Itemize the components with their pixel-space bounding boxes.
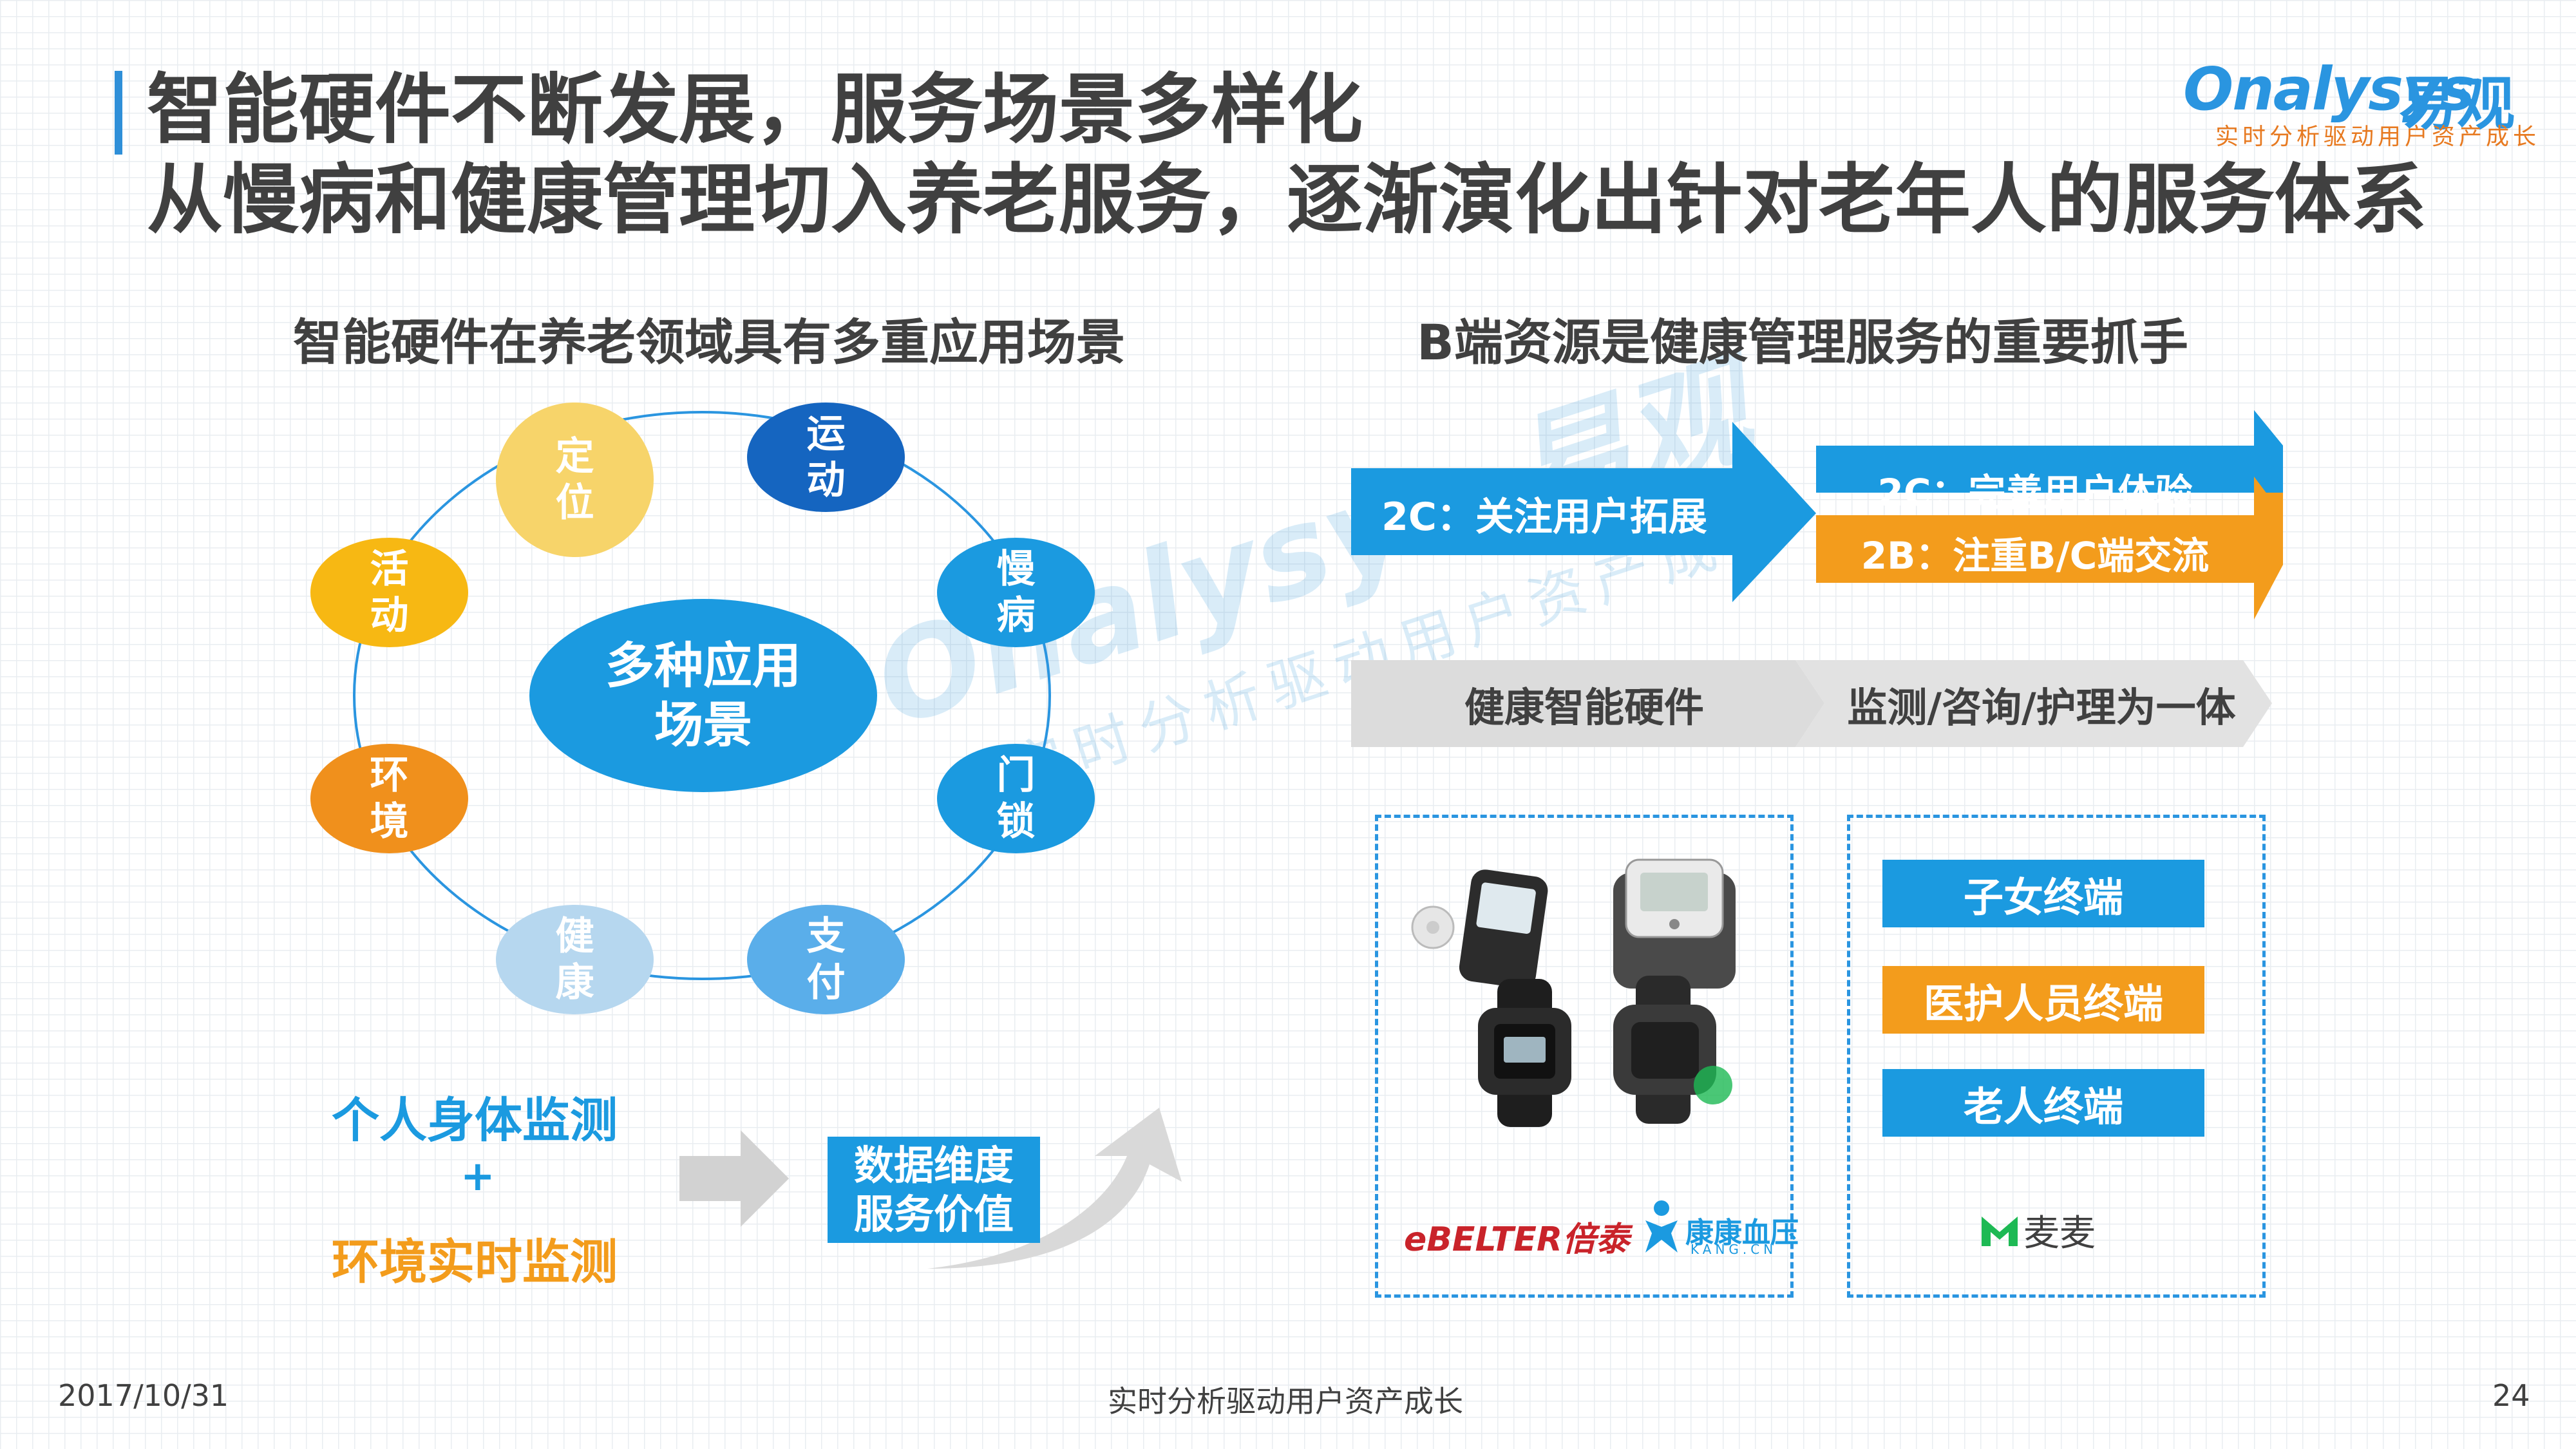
environment-monitoring-label: 环境实时监测 [332, 1235, 618, 1290]
maimai-brand-text: 麦麦 [2023, 1213, 2096, 1255]
kangkang-sub-text: KANG.CN [1690, 1242, 1777, 1257]
belter-brand-text: BELTER倍泰 [1426, 1220, 1629, 1259]
terminal-medical-staff: 医护人员终端 [1882, 966, 2204, 1034]
kangkang-person-icon [1645, 1200, 1678, 1253]
plus-sign: + [460, 1153, 495, 1200]
ring-outline [353, 411, 1051, 980]
left-section-title: 智能硬件在养老领域具有多重应用场景 [293, 314, 1125, 371]
node-sports-l1: 运 [806, 412, 846, 457]
smartwatch-black-icon [1478, 979, 1571, 1127]
data-dimension-box: 数据维度服务价值 [828, 1137, 1040, 1243]
center-label-line2: 场景 [654, 696, 752, 753]
blood-pressure-monitor-icon [1613, 858, 1736, 989]
node-sports-l2: 动 [806, 458, 846, 503]
arrow-2c-user-shape [1351, 422, 1816, 602]
glucose-meter-icon [1411, 869, 1548, 989]
smartwatch-gps-icon [1613, 976, 1732, 1124]
belter-e-icon: e [1404, 1220, 1427, 1259]
data-box-line1: 数据维度 [853, 1141, 1014, 1189]
node-location-l2: 位 [555, 480, 594, 526]
terminal-elderly: 老人终端 [1882, 1069, 2204, 1137]
terminals-panel: 子女终端 医护人员终端 老人终端 麦麦 [1847, 815, 2266, 1298]
title-accent-bar [115, 71, 122, 155]
node-activity-l1: 活 [370, 547, 409, 592]
node-payment-l1: 支 [806, 914, 846, 959]
arrow-2c-experience-label: 2C：完善用户体验 [1877, 471, 2193, 515]
node-health: 健康 [496, 905, 654, 1014]
maimai-m-icon [1982, 1216, 2018, 1246]
chevron-service-label: 监测/咨询/护理为一体 [1847, 683, 2236, 731]
node-door-lock: 门锁 [937, 744, 1095, 853]
device-images [1411, 858, 1736, 1127]
right-section-title: B端资源是健康管理服务的重要抓手 [1417, 314, 2188, 371]
node-payment-l2: 付 [806, 960, 846, 1005]
node-sports: 运动 [747, 402, 905, 512]
node-door-lock-l1: 门 [996, 753, 1036, 798]
node-environment-l2: 境 [370, 799, 409, 844]
strategy-arrows-right [1816, 410, 2283, 620]
node-activity: 活动 [310, 538, 468, 647]
page-title-line1: 智能硬件不断发展，服务场景多样化 [147, 65, 1363, 154]
logo-chinese: 易观 [2399, 70, 2515, 138]
page-title-line2: 从慢病和健康管理切入养老服务，逐渐演化出针对老年人的服务体系 [147, 155, 2427, 244]
node-health-l2: 康 [555, 960, 594, 1005]
footer-date: 2017/10/31 [58, 1378, 229, 1413]
logo-wordmark: Onalysys [2183, 55, 2475, 124]
curved-arrow-icon [927, 1108, 1182, 1269]
process-chevrons [1351, 660, 2272, 747]
hardware-panel: eBELTER倍泰 康康血压 KANG.CN [1375, 815, 1799, 1298]
footer-tagline: 实时分析驱动用户资产成长 [1108, 1384, 1463, 1419]
personal-monitoring-label: 个人身体监测 [332, 1093, 618, 1148]
chevron-hardware-label: 健康智能硬件 [1464, 683, 1704, 731]
node-chronic-l1: 慢 [996, 547, 1036, 592]
footer-page-number: 24 [2492, 1378, 2530, 1413]
logo-tagline: 实时分析驱动用户资产成长 [2215, 124, 2541, 150]
node-payment: 支付 [747, 905, 905, 1014]
node-environment-l1: 环 [370, 753, 409, 798]
data-box-line2: 服务价值 [853, 1190, 1014, 1238]
node-door-lock-l2: 锁 [996, 799, 1036, 844]
right-arrow-icon [679, 1130, 789, 1227]
node-location-l1: 定 [555, 434, 594, 479]
terminal-children: 子女终端 [1882, 860, 2204, 927]
arrow-2b-label: 2B：注重B/C端交流 [1861, 533, 2210, 578]
kangkang-brand-text: 康康血压 [1685, 1217, 1799, 1249]
node-location: 定位 [496, 402, 654, 557]
maimai-logo: 麦麦 [1979, 1204, 2096, 1256]
arrow-2c-user-label: 2C：关注用户拓展 [1381, 495, 1707, 540]
belter-logo: eBELTER倍泰 [1404, 1212, 1629, 1260]
center-label-line1: 多种应用 [605, 637, 801, 694]
center-scenarios-ellipse: 多种应用 场景 [529, 599, 877, 792]
node-chronic-l2: 病 [996, 593, 1036, 638]
node-environment: 环境 [310, 744, 468, 853]
node-health-l1: 健 [555, 914, 594, 959]
node-activity-l2: 动 [370, 593, 409, 638]
node-chronic: 慢病 [937, 538, 1095, 647]
